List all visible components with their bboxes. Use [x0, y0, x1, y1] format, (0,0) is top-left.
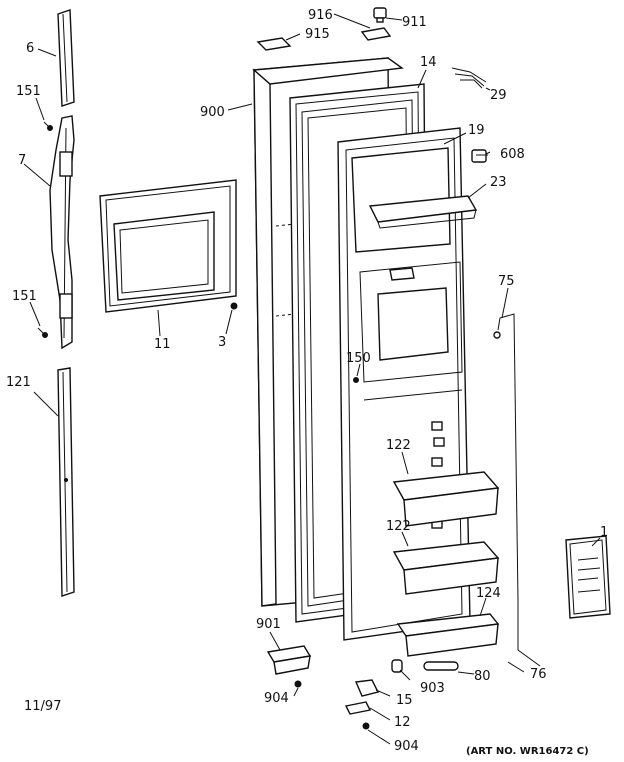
- label-29: 29: [490, 88, 507, 103]
- label-911: 911: [402, 15, 427, 30]
- door-handle-7: [49, 115, 75, 350]
- label-1: 1: [600, 525, 608, 540]
- owner-manual-1: [565, 535, 611, 619]
- label-124: 124: [476, 586, 501, 601]
- label-122-upper: 122: [386, 438, 411, 453]
- handle-trim-bottom-121: [57, 367, 75, 597]
- label-916: 916: [308, 8, 333, 23]
- part-80: [423, 661, 459, 671]
- wire-harness-29: [451, 67, 487, 89]
- label-19: 19: [468, 123, 485, 138]
- plug-916: [360, 27, 392, 41]
- label-903: 903: [420, 681, 445, 696]
- label-14: 14: [420, 55, 437, 70]
- label-608: 608: [500, 147, 525, 162]
- label-23: 23: [490, 175, 507, 190]
- label-904-lower: 904: [394, 739, 419, 754]
- part-608: [471, 149, 491, 163]
- screw-150: [353, 377, 359, 383]
- label-11: 11: [154, 337, 171, 352]
- screw-904-upper: [294, 680, 302, 688]
- label-15: 15: [396, 693, 413, 708]
- footer-date: 11/97: [24, 699, 61, 714]
- door-bin-122-lower: [392, 541, 500, 595]
- label-12: 12: [394, 715, 411, 730]
- dispenser-frame-11: [99, 179, 237, 313]
- screw-3: [230, 302, 238, 310]
- hinge-cover-901: [266, 645, 312, 675]
- heater-wire-75: [493, 313, 541, 667]
- art-number: (ART NO. WR16472 C): [466, 746, 589, 757]
- label-151-bottom: 151: [12, 289, 37, 304]
- label-6: 6: [26, 41, 34, 56]
- screw-151-bottom: [37, 327, 48, 338]
- spacer-915: [256, 37, 292, 51]
- screw-904-lower: [362, 722, 370, 730]
- shelf-23: [368, 195, 478, 229]
- label-150: 150: [346, 351, 371, 366]
- label-904-upper: 904: [264, 691, 289, 706]
- hinge-12: [344, 701, 372, 715]
- hinge-15: [354, 679, 380, 697]
- handle-trim-top-6: [57, 9, 75, 107]
- label-122-lower: 122: [386, 519, 411, 534]
- label-121: 121: [6, 375, 31, 390]
- label-915: 915: [305, 27, 330, 42]
- label-76: 76: [530, 667, 547, 682]
- door-bin-122-upper: [392, 471, 500, 527]
- label-901: 901: [256, 617, 281, 632]
- cap-911: [373, 7, 387, 23]
- label-3: 3: [218, 335, 226, 350]
- bushing-903: [391, 659, 403, 673]
- label-151-top: 151: [16, 84, 41, 99]
- door-bin-124: [396, 613, 500, 657]
- label-7: 7: [18, 153, 26, 168]
- label-75: 75: [498, 274, 515, 289]
- label-80: 80: [474, 669, 491, 684]
- screw-151-top: [43, 121, 53, 131]
- leader-lines: [23, 13, 601, 745]
- label-900: 900: [200, 105, 225, 120]
